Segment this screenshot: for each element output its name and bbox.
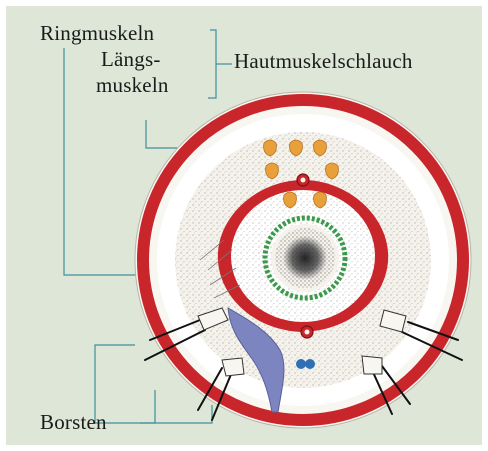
bristle-sac — [222, 358, 244, 376]
label-hautmuskelschlauch: Hautmuskelschlauch — [234, 50, 413, 72]
leader-borsten-2 — [140, 390, 155, 423]
leader-bracket — [208, 30, 216, 98]
label-ringmuskeln: Ringmuskeln — [40, 22, 154, 44]
gut-core-stipple — [275, 228, 335, 288]
leader-borsten-3 — [140, 405, 212, 423]
label-laengsmuskeln-line1: Längs- — [101, 48, 161, 70]
dorsal-vessel-inner — [301, 178, 306, 183]
blue-vessel-left — [296, 359, 306, 369]
label-borsten: Borsten — [40, 411, 107, 433]
bristle-sac — [362, 356, 382, 374]
ventral-vessel-inner — [305, 330, 310, 335]
label-laengsmuskeln-line2: muskeln — [96, 74, 169, 96]
blue-vessel-right — [305, 359, 315, 369]
